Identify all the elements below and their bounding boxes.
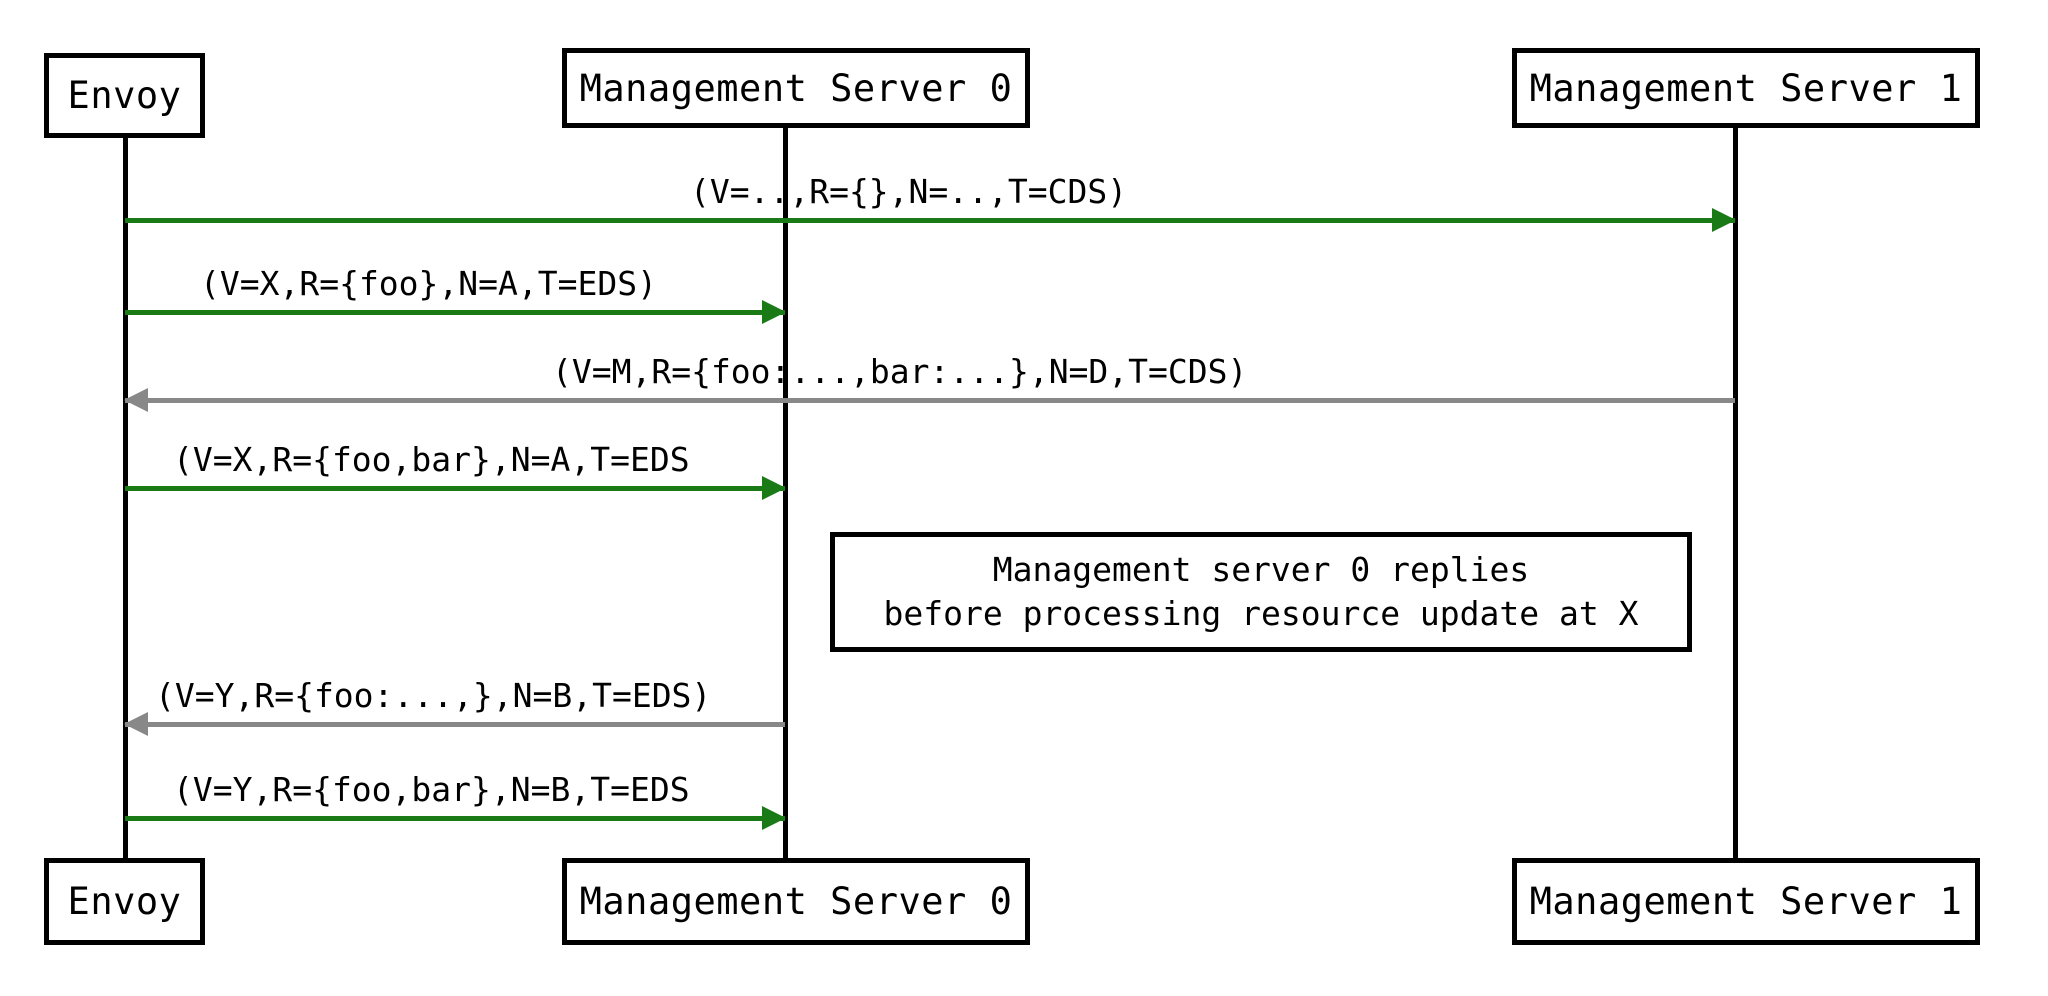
message-line bbox=[125, 398, 1735, 403]
participant-label: Envoy bbox=[67, 880, 182, 923]
message-6[interactable]: (V=Y,R={foo,bar},N=B,T=EDS bbox=[125, 770, 786, 830]
participant-label: Management Server 0 bbox=[579, 880, 1013, 923]
message-line bbox=[125, 722, 785, 727]
arrowhead-right-icon bbox=[762, 476, 786, 500]
participant-footer-envoy[interactable]: Envoy bbox=[44, 858, 205, 945]
message-label: (V=..,R={},N=..,T=CDS) bbox=[690, 172, 1128, 211]
message-line bbox=[125, 816, 785, 821]
note-line-1: Management server 0 replies bbox=[992, 550, 1530, 589]
participant-header-management-server-1[interactable]: Management Server 1 bbox=[1512, 48, 1980, 128]
participant-label: Envoy bbox=[67, 74, 182, 117]
participant-footer-management-server-1[interactable]: Management Server 1 bbox=[1512, 858, 1980, 945]
participant-label: Management Server 1 bbox=[1529, 66, 1963, 110]
arrowhead-right-icon bbox=[762, 806, 786, 830]
arrowhead-right-icon bbox=[762, 300, 786, 324]
message-line bbox=[125, 218, 1735, 223]
participant-footer-management-server-0[interactable]: Management Server 0 bbox=[562, 858, 1030, 945]
arrowhead-left-icon bbox=[124, 388, 148, 412]
message-label: (V=X,R={foo,bar},N=A,T=EDS bbox=[173, 440, 690, 479]
arrowhead-right-icon bbox=[1712, 208, 1736, 232]
participant-header-envoy[interactable]: Envoy bbox=[44, 53, 205, 138]
message-label: (V=Y,R={foo,bar},N=B,T=EDS bbox=[173, 770, 690, 809]
participant-label: Management Server 0 bbox=[579, 66, 1013, 110]
note-line-2: before processing resource update at X bbox=[883, 594, 1639, 633]
lifeline-envoy bbox=[123, 138, 128, 858]
message-1[interactable]: (V=..,R={},N=..,T=CDS) bbox=[125, 172, 1736, 232]
note-management-server-0-replies: Management server 0 replies before proce… bbox=[830, 532, 1692, 652]
message-line bbox=[125, 486, 785, 491]
message-2[interactable]: (V=X,R={foo},N=A,T=EDS) bbox=[125, 264, 786, 324]
participant-header-management-server-0[interactable]: Management Server 0 bbox=[562, 48, 1030, 128]
message-4[interactable]: (V=X,R={foo,bar},N=A,T=EDS bbox=[125, 440, 786, 500]
arrowhead-left-icon bbox=[124, 712, 148, 736]
lifeline-management-server-1 bbox=[1733, 128, 1738, 858]
message-label: (V=X,R={foo},N=A,T=EDS) bbox=[200, 264, 657, 303]
message-line bbox=[125, 310, 785, 315]
message-3[interactable]: (V=M,R={foo:...,bar:...},N=D,T=CDS) bbox=[124, 352, 1735, 412]
message-label: (V=Y,R={foo:...,},N=B,T=EDS) bbox=[155, 676, 712, 715]
message-label: (V=M,R={foo:...,bar:...},N=D,T=CDS) bbox=[552, 352, 1248, 391]
message-5[interactable]: (V=Y,R={foo:...,},N=B,T=EDS) bbox=[124, 676, 785, 736]
participant-label: Management Server 1 bbox=[1529, 880, 1963, 923]
